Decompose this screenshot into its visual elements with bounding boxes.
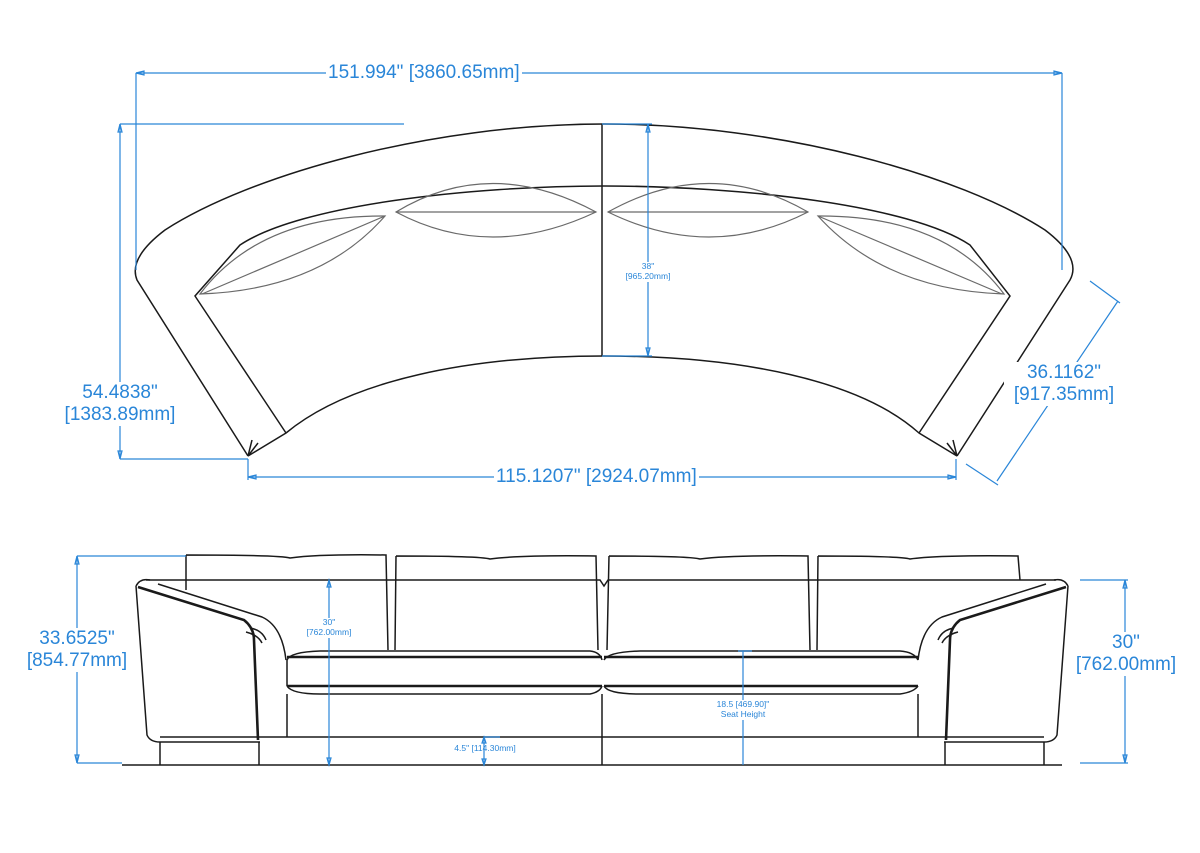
overall-width-label: 151.994" [3860.65mm]: [326, 62, 522, 84]
overall-height-inches: 33.6525": [39, 628, 115, 649]
seat-height-label: 18.5 [469.90]" Seat Height: [710, 699, 776, 720]
front-view-left-arm: [135, 578, 287, 743]
back-height-mm: [762.00mm]: [306, 626, 352, 637]
overall-height-label: 33.6525" [854.77mm]: [16, 628, 138, 672]
seat-depth-label: 38" [965.20mm]: [617, 261, 679, 282]
top-view-sofa-outline: [134, 123, 1074, 457]
arm-height-inches: 30": [1112, 632, 1140, 653]
overall-depth-mm: [1383.89mm]: [64, 403, 176, 425]
overall-depth-inches: 54.4838": [82, 382, 158, 403]
front-view-right-arm: [917, 578, 1069, 743]
top-view-pillows: [198, 183, 1006, 295]
back-height-label: 30" [762.00mm]: [298, 617, 360, 638]
arm-depth-label: 36.1162" [917.35mm]: [1004, 362, 1124, 406]
seat-depth-inches: 38": [641, 261, 655, 271]
seat-height-value: 18.5 [469.90]": [716, 699, 770, 709]
front-view-base: [122, 694, 1062, 766]
back-height-inches: 30": [322, 617, 336, 627]
inner-width-label: 115.1207" [2924.07mm]: [494, 466, 699, 488]
front-view-back-cushions: [185, 554, 1021, 651]
front-view-seat-cushions: [286, 650, 919, 695]
overall-depth-label: 54.4838" [1383.89mm]: [54, 382, 186, 426]
seat-height-caption: Seat Height: [720, 708, 766, 719]
overall-height-mm: [854.77mm]: [26, 649, 128, 671]
arm-depth-inches: 36.1162": [1026, 362, 1101, 383]
arm-height-mm: [762.00mm]: [1075, 653, 1177, 675]
arm-height-label: 30" [762.00mm]: [1066, 632, 1186, 676]
arm-depth-mm: [917.35mm]: [1013, 383, 1115, 405]
front-view-back-frame: [146, 579, 1056, 588]
base-height-label: 4.5" [114.30mm]: [454, 743, 516, 753]
seat-depth-mm: [965.20mm]: [625, 270, 671, 281]
